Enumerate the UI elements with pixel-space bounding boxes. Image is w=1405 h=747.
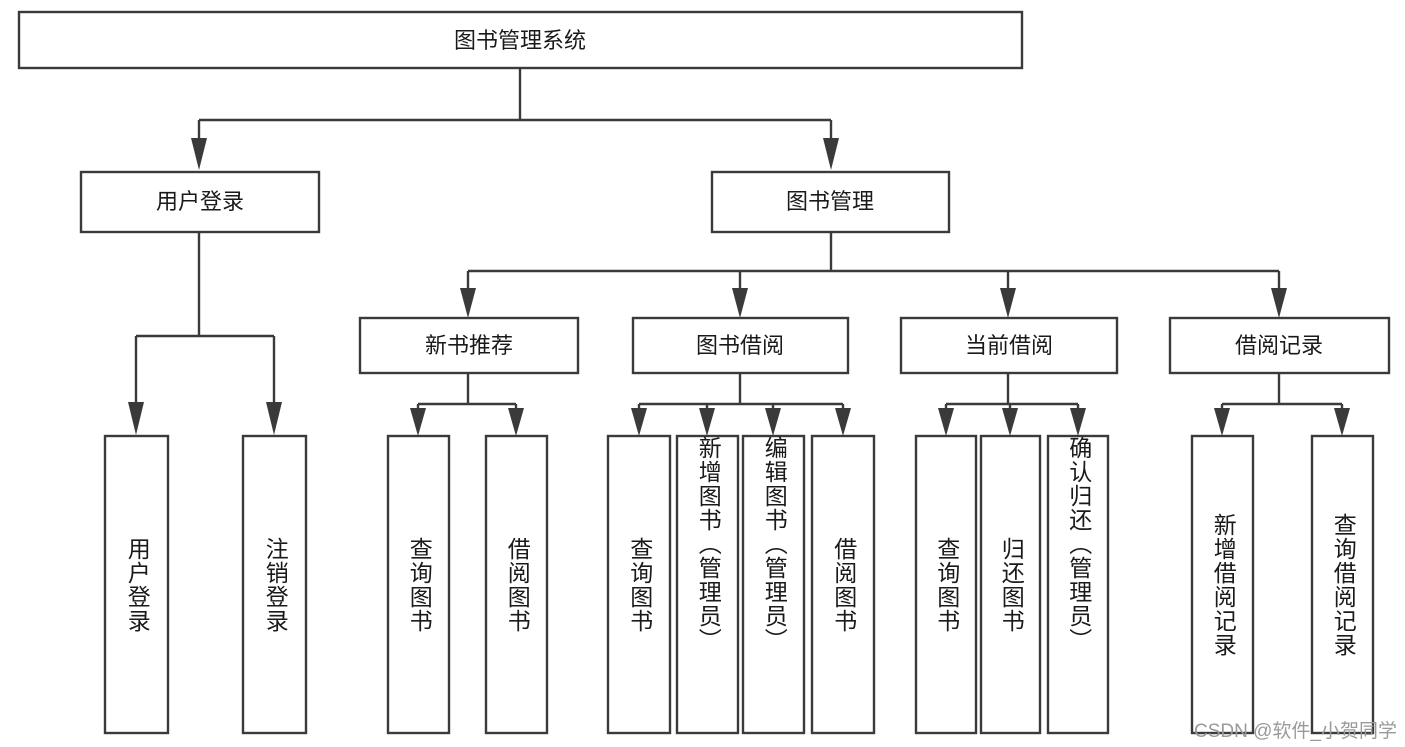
node-user-login[interactable]: 用户登录	[79, 170, 321, 234]
arrowhead-leaf-cb-1	[938, 408, 954, 436]
node-current-borrow[interactable]: 当前借阅	[899, 316, 1119, 375]
arrowhead-borrow-record	[1271, 288, 1287, 318]
arrowhead-leaf-nbr-2	[508, 408, 524, 436]
leaf-box-bb-2[interactable]	[675, 434, 740, 735]
node-book-manage-label: 图书管理	[786, 189, 874, 214]
arrowhead-book-borrow	[732, 288, 748, 318]
node-current-borrow-label: 当前借阅	[965, 333, 1053, 358]
leaf-box-nbr-2[interactable]	[484, 434, 549, 735]
node-root-label: 图书管理系统	[454, 28, 586, 53]
connector-group-new-book-recommend	[410, 373, 524, 436]
leaf-box-cb-3[interactable]	[1046, 434, 1110, 735]
leaf-boxes-current-borrow	[914, 434, 1110, 735]
leaf-box-cb-2[interactable]	[979, 434, 1042, 735]
arrowhead-leaf-cb-3	[1070, 408, 1086, 436]
node-borrow-record-box[interactable]	[1168, 316, 1391, 375]
node-new-book-recommend[interactable]: 新书推荐	[358, 316, 580, 375]
node-root[interactable]: 图书管理系统	[17, 10, 1024, 70]
node-user-login-box[interactable]	[79, 170, 321, 234]
arrowhead-leaf-bb-4	[835, 408, 851, 436]
node-book-borrow[interactable]: 图书借阅	[631, 316, 850, 375]
leaf-box-nbr-1[interactable]	[386, 434, 451, 735]
arrowhead-leaf-cb-2	[1002, 408, 1018, 436]
arrowhead-leaf-bb-3	[765, 408, 781, 436]
leaf-boxes-book-borrow	[606, 434, 876, 735]
connector-group-current-borrow	[938, 373, 1086, 436]
connector-group-borrow-record	[1214, 373, 1350, 436]
node-new-book-recommend-label: 新书推荐	[425, 333, 513, 358]
arrowhead-leaf-user-login-1	[128, 402, 144, 435]
arrowhead-current-borrow	[1000, 288, 1016, 318]
node-new-book-recommend-box[interactable]	[358, 316, 580, 375]
leaf-boxes-new-book-recommend	[386, 434, 549, 735]
node-book-manage[interactable]: 图书管理	[710, 170, 951, 234]
arrowhead-leaf-bb-2	[699, 408, 715, 436]
arrowhead-user-login	[191, 138, 207, 170]
leaf-boxes-user-login	[103, 434, 308, 735]
leaf-box-cb-1[interactable]	[914, 434, 978, 735]
arrowhead-book-manage	[823, 138, 839, 170]
node-book-borrow-label: 图书借阅	[696, 333, 784, 358]
connector-group-root	[191, 68, 839, 170]
arrowhead-leaf-br-2	[1334, 408, 1350, 436]
leaf-box-bb-4[interactable]	[810, 434, 876, 735]
leaf-box-user-login-1[interactable]	[103, 434, 170, 735]
node-user-login-label: 用户登录	[156, 189, 244, 214]
arrowhead-leaf-user-login-2	[266, 402, 282, 435]
leaf-boxes-borrow-record	[1190, 434, 1375, 735]
connector-group-user-login	[128, 232, 282, 435]
leaf-box-br-2[interactable]	[1310, 434, 1375, 735]
arrowhead-leaf-bb-1	[631, 408, 647, 436]
node-borrow-record[interactable]: 借阅记录	[1168, 316, 1391, 375]
node-book-borrow-box[interactable]	[631, 316, 850, 375]
connector-group-book-manage	[460, 232, 1287, 318]
node-root-box[interactable]	[17, 10, 1024, 70]
leaf-box-bb-3[interactable]	[741, 434, 806, 735]
leaf-box-user-login-2[interactable]	[241, 434, 308, 735]
leaf-box-bb-1[interactable]	[606, 434, 672, 735]
node-borrow-record-label: 借阅记录	[1235, 333, 1323, 358]
node-current-borrow-box[interactable]	[899, 316, 1119, 375]
arrowhead-leaf-br-1	[1214, 408, 1230, 436]
arrowhead-new-book-recommend	[460, 288, 476, 318]
leaf-box-br-1[interactable]	[1190, 434, 1255, 735]
node-book-manage-box[interactable]	[710, 170, 951, 234]
arrowhead-leaf-nbr-1	[410, 408, 426, 436]
connector-group-book-borrow	[631, 373, 851, 436]
